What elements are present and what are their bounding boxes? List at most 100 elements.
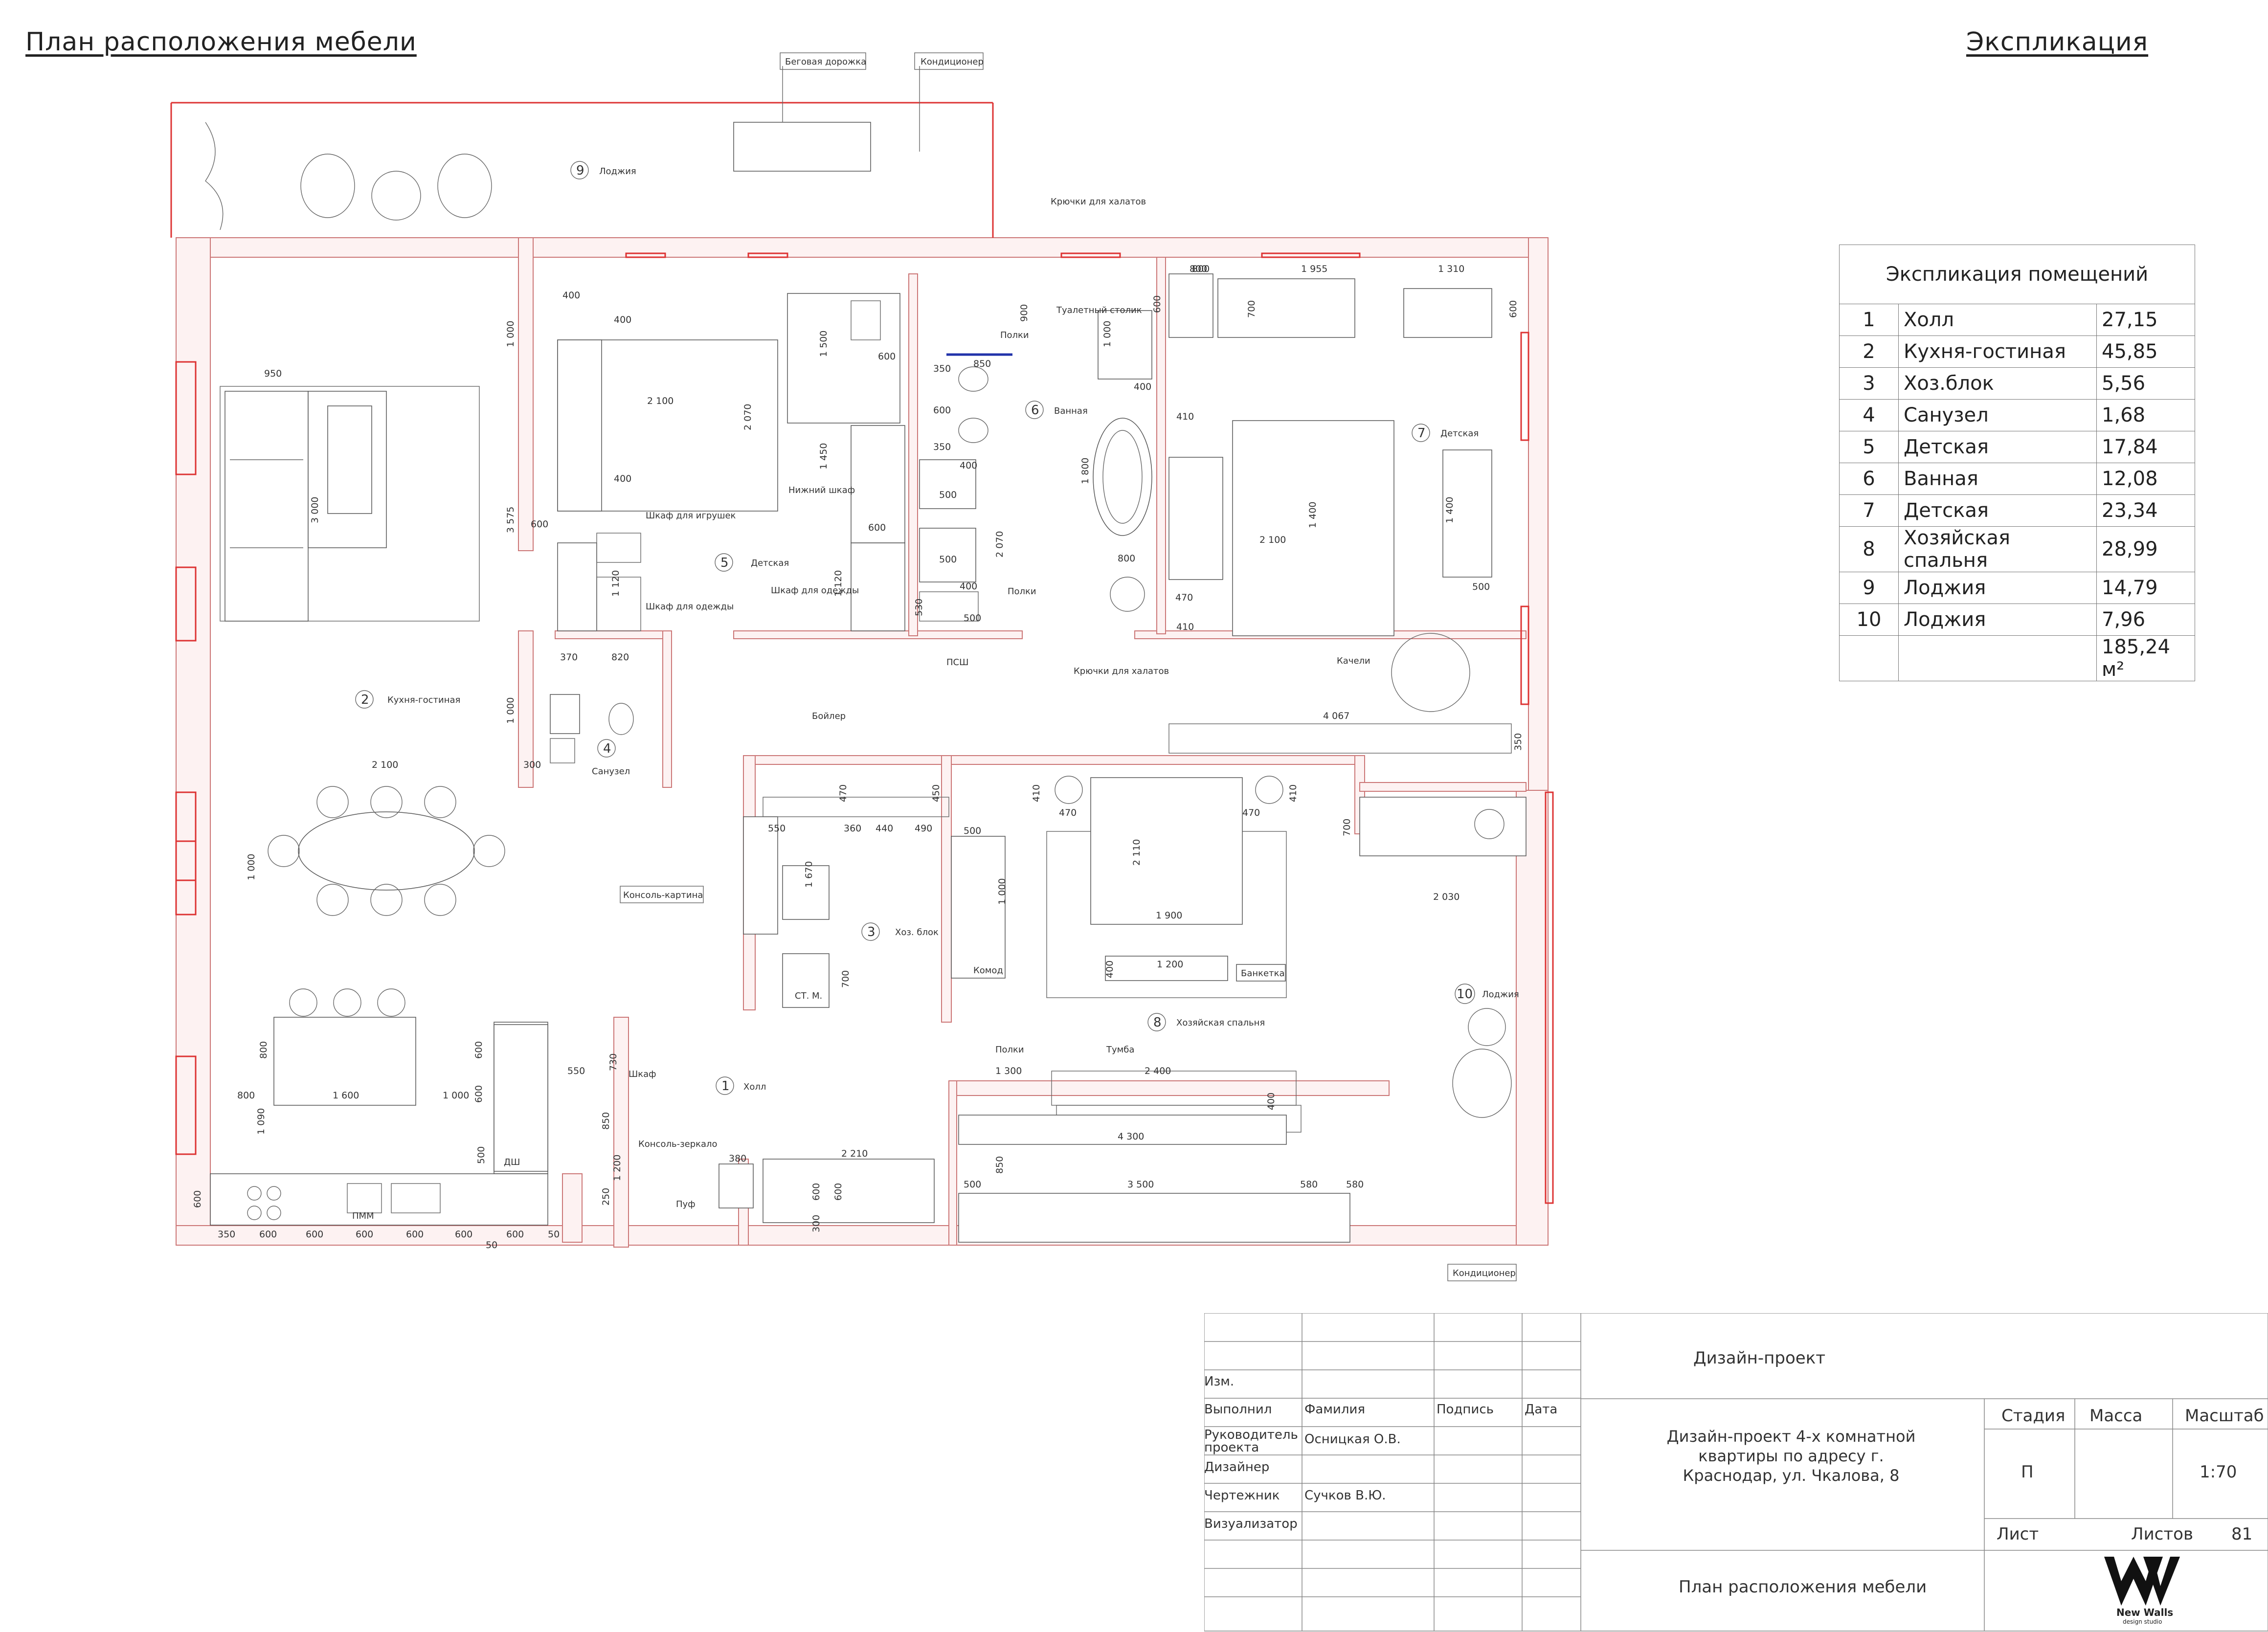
interior-walls [555,257,1527,1248]
stamp-data: Дата [1525,1402,1558,1417]
svg-text:ПСШ: ПСШ [946,657,968,668]
svg-text:410: 410 [1176,622,1194,632]
svg-text:470: 470 [1059,807,1077,818]
svg-text:900: 900 [1019,304,1030,322]
svg-text:Шкаф для игрушек: Шкаф для игрушек [646,511,736,521]
room5-furniture [557,293,905,631]
stamp-role-head: Руководитель проекта [1204,1428,1298,1455]
stamp-name-drafter: Сучков В.Ю. [1304,1488,1386,1503]
stamp-stage-value: П [2021,1462,2034,1482]
stamp-vypolnil: Выполнил [1204,1402,1272,1417]
svg-text:600: 600 [933,405,951,416]
svg-text:2 210: 2 210 [841,1148,868,1159]
svg-text:1 090: 1 090 [256,1108,267,1135]
svg-text:Холл: Холл [743,1082,766,1092]
windows [170,102,1554,1204]
svg-text:850: 850 [994,1156,1005,1174]
new-walls-logo: New Walls design studio [2094,1552,2192,1630]
svg-text:Кондиционер: Кондиционер [921,57,984,67]
stamp-scale-label: Масштаб [2185,1406,2264,1426]
svg-text:1 000: 1 000 [997,878,1008,905]
svg-text:600: 600 [306,1229,323,1240]
svg-text:Консоль-картина: Консоль-картина [623,890,703,900]
svg-text:850: 850 [973,358,991,369]
svg-text:СТ. М.: СТ. М. [795,991,822,1001]
svg-text:600: 600 [406,1229,424,1240]
svg-text:1 120: 1 120 [833,570,844,597]
svg-text:2 110: 2 110 [1131,839,1142,866]
logo-mark-icon [2104,1557,2180,1606]
svg-text:410: 410 [1031,784,1042,802]
stamp-stage-label: Стадия [2001,1406,2066,1426]
hall-furniture [494,1024,1350,1243]
svg-text:470: 470 [838,784,849,802]
svg-text:2 100: 2 100 [372,760,398,770]
svg-text:4 067: 4 067 [1323,711,1349,721]
svg-text:3 500: 3 500 [1127,1179,1154,1190]
svg-text:6: 6 [1031,403,1039,418]
svg-text:1: 1 [721,1079,730,1094]
svg-text:490: 490 [915,823,932,834]
svg-text:600: 600 [455,1229,472,1240]
svg-text:450: 450 [931,784,942,802]
loggia-9-furniture [205,122,871,230]
svg-text:600: 600 [878,351,896,362]
svg-text:Хоз. блок: Хоз. блок [895,927,939,938]
logo-text: New Walls [2116,1607,2174,1618]
svg-text:950: 950 [264,368,282,379]
svg-text:Ванная: Ванная [1054,406,1088,416]
svg-text:1 670: 1 670 [804,861,814,888]
svg-text:600: 600 [868,522,886,533]
svg-text:600: 600 [531,519,548,530]
svg-text:2 100: 2 100 [647,396,674,406]
svg-text:600: 600 [259,1229,277,1240]
svg-text:10: 10 [1457,987,1473,1002]
svg-text:800: 800 [237,1090,255,1101]
svg-text:600: 600 [356,1229,373,1240]
total-area: 185,24 м² [2096,635,2195,681]
svg-text:8: 8 [1153,1015,1162,1030]
svg-text:580: 580 [1346,1179,1364,1190]
svg-text:Детская: Детская [751,558,789,568]
svg-text:850: 850 [601,1112,611,1130]
svg-text:Шкаф для одежды: Шкаф для одежды [771,585,859,596]
svg-text:530: 530 [914,599,924,616]
room7-furniture [1168,273,1512,754]
stamp-project-desc: Дизайн-проект 4-х комнатной квартиры по … [1666,1427,1916,1485]
svg-text:2 400: 2 400 [1145,1066,1171,1076]
svg-text:1 000: 1 000 [505,697,516,724]
svg-text:Комод: Комод [973,965,1003,976]
stamp-sheets-value: 81 [2231,1524,2253,1544]
svg-text:9: 9 [576,163,584,178]
stamp-izm: Изм. [1204,1374,1235,1389]
svg-text:500: 500 [939,554,957,565]
svg-text:Кухня-гостиная: Кухня-гостиная [387,695,460,705]
plan-title: План расположения мебели [25,27,417,57]
svg-text:4 300: 4 300 [1118,1131,1144,1142]
svg-text:Полки: Полки [1008,586,1036,597]
svg-text:400: 400 [562,290,580,301]
title-block: Изм. Выполнил Фамилия Подпись Дата Руков… [1204,1313,2268,1632]
stamp-sheet-label: Лист [1997,1524,2039,1544]
svg-text:300: 300 [523,760,541,770]
svg-text:470: 470 [1242,807,1260,818]
svg-text:350: 350 [933,363,951,374]
svg-text:Нижний шкаф: Нижний шкаф [788,485,855,495]
svg-text:7: 7 [1417,426,1426,441]
svg-text:Хозяйская спальня: Хозяйская спальня [1176,1018,1265,1028]
svg-text:1 400: 1 400 [1307,502,1318,528]
stamp-name-head: Осницкая О.В. [1304,1432,1401,1447]
svg-text:400: 400 [1104,961,1115,978]
svg-text:400: 400 [614,473,631,484]
svg-text:Пуф: Пуф [676,1199,696,1209]
svg-text:600: 600 [473,1041,484,1059]
stamp-project-header: Дизайн-проект [1693,1348,1826,1368]
svg-text:500: 500 [939,490,957,500]
svg-text:ПММ: ПММ [352,1211,374,1221]
svg-text:400: 400 [960,581,977,592]
svg-text:1 000: 1 000 [1102,321,1113,347]
stamp-podpis: Подпись [1437,1402,1494,1417]
